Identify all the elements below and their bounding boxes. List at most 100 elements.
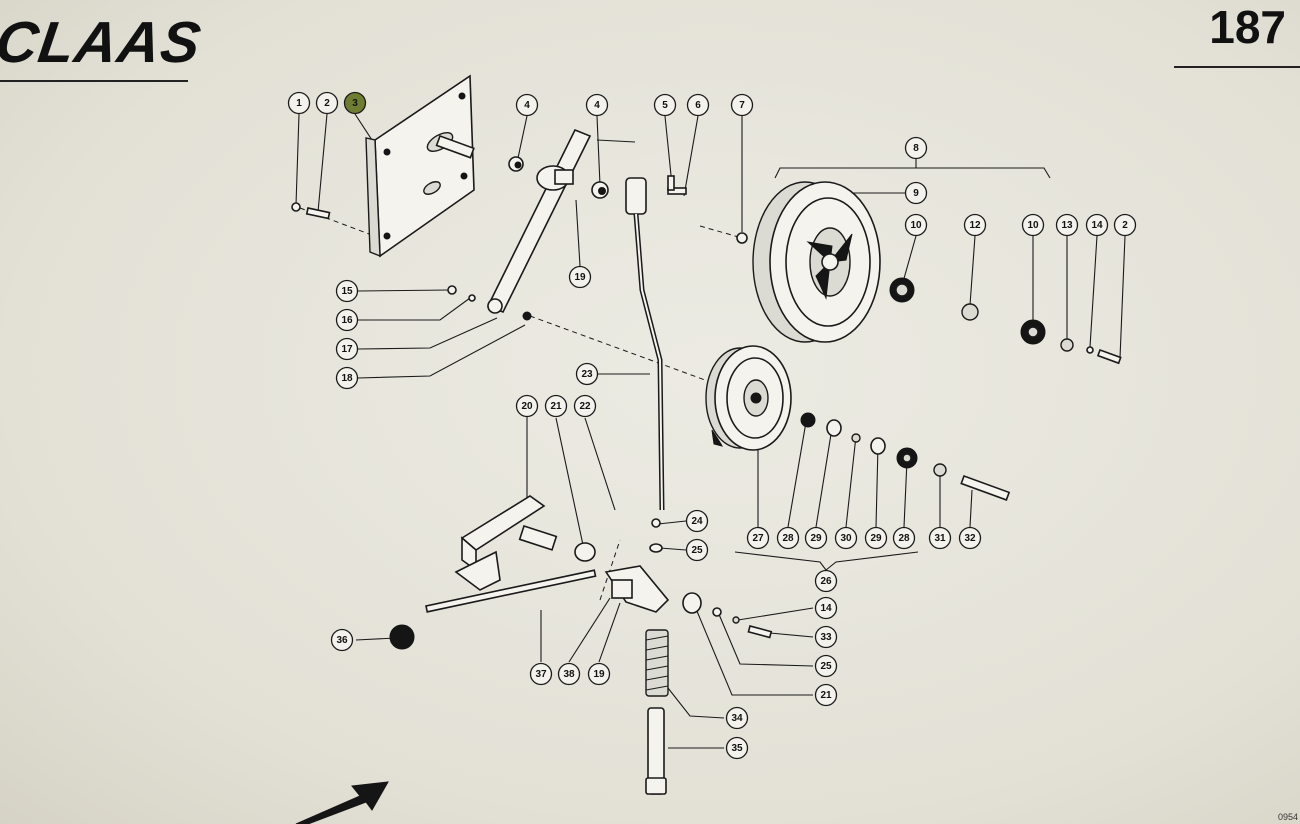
callout-number: 37 [535, 669, 547, 680]
callout-number: 12 [969, 220, 981, 231]
callout-27: 27 [746, 526, 770, 550]
callout-number: 10 [910, 220, 922, 231]
callout-6: 6 [686, 93, 710, 117]
callout-36: 36 [330, 628, 354, 652]
callout-19: 19 [587, 662, 611, 686]
small-pulley [705, 345, 792, 451]
callout-20: 20 [515, 394, 539, 418]
callout-10: 10 [904, 213, 928, 237]
callout-15: 15 [335, 279, 359, 303]
callout-24: 24 [685, 509, 709, 533]
callout-37: 37 [529, 662, 553, 686]
callout-number: 13 [1061, 220, 1073, 231]
page-number: 187 [1209, 1, 1286, 53]
callout-18: 18 [335, 366, 359, 390]
callout-number: 31 [934, 533, 946, 544]
callout-number: 6 [695, 100, 701, 111]
large-pulley [752, 181, 881, 343]
callout-25: 25 [685, 538, 709, 562]
callout-31: 31 [928, 526, 952, 550]
callout-23: 23 [575, 362, 599, 386]
callout-26: 26 [814, 569, 838, 593]
callout-number: 23 [581, 369, 593, 380]
direction-arrow [295, 781, 389, 824]
adjusting-rod [625, 177, 665, 511]
callout-number: 35 [731, 743, 743, 754]
callout-number: 18 [341, 373, 353, 384]
callout-19: 19 [568, 265, 592, 289]
callout-4: 4 [515, 93, 539, 117]
callout-25: 25 [814, 654, 838, 678]
callout-number: 24 [691, 516, 703, 527]
callout-number: 28 [782, 533, 794, 544]
callout-number: 14 [1091, 220, 1103, 231]
mounting-bracket [365, 74, 475, 258]
small-pulley-hardware [800, 412, 1011, 501]
large-pulley-hardware [889, 277, 1122, 365]
callout-number: 21 [550, 401, 562, 412]
callout-number: 26 [820, 576, 832, 587]
callout-number: 2 [1122, 220, 1128, 231]
callout-7: 7 [730, 93, 754, 117]
header-rule-left [0, 80, 188, 82]
callout-number: 32 [964, 533, 976, 544]
callout-number: 8 [913, 143, 919, 154]
callout-14: 14 [814, 596, 838, 620]
callout-5: 5 [653, 93, 677, 117]
callout-28: 28 [892, 526, 916, 550]
callout-2: 2 [315, 91, 339, 115]
fasteners-top-left [291, 156, 748, 244]
callout-number: 21 [820, 690, 832, 701]
callout-number: 9 [913, 188, 919, 199]
handle-rod [389, 569, 597, 650]
callout-number: 22 [579, 401, 591, 412]
callout-number: 5 [662, 100, 668, 111]
tension-lever [447, 128, 592, 321]
callout-22: 22 [573, 394, 597, 418]
callout-9: 9 [904, 181, 928, 205]
callout-number: 27 [752, 533, 764, 544]
callout-16: 16 [335, 308, 359, 332]
callout-38: 38 [557, 662, 581, 686]
callout-number: 36 [336, 635, 348, 646]
callout-30: 30 [834, 526, 858, 550]
spring-and-pin [645, 629, 669, 795]
callout-number: 2 [324, 98, 330, 109]
callout-number: 33 [820, 632, 832, 643]
callout-number: 7 [739, 100, 745, 111]
lower-bracket-assembly [454, 495, 773, 639]
callout-2: 2 [1113, 213, 1137, 237]
callout-21: 21 [544, 394, 568, 418]
callout-14: 14 [1085, 213, 1109, 237]
callout-number: 16 [341, 315, 353, 326]
callout-number: 19 [593, 669, 605, 680]
callout-3: 3 [343, 91, 367, 115]
callout-number: 29 [810, 533, 822, 544]
callout-number: 15 [341, 286, 353, 297]
header-rule-right [1174, 66, 1300, 68]
callout-number: 25 [820, 661, 832, 672]
callout-1: 1 [287, 91, 311, 115]
leader-lines [295, 113, 1126, 749]
callout-8: 8 [904, 136, 928, 160]
callout-number: 1 [296, 98, 302, 109]
callout-number: 20 [521, 401, 533, 412]
callout-number: 30 [840, 533, 852, 544]
callout-13: 13 [1055, 213, 1079, 237]
callout-4: 4 [585, 93, 609, 117]
callout-number: 3 [352, 98, 358, 109]
callout-17: 17 [335, 337, 359, 361]
callout-number: 28 [898, 533, 910, 544]
callout-10: 10 [1021, 213, 1045, 237]
callout-number: 34 [731, 713, 743, 724]
callout-number: 10 [1027, 220, 1039, 231]
callout-number: 14 [820, 603, 832, 614]
callout-21: 21 [814, 683, 838, 707]
callout-number: 29 [870, 533, 882, 544]
callout-34: 34 [725, 706, 749, 730]
callout-28: 28 [776, 526, 800, 550]
callout-number: 17 [341, 344, 353, 355]
